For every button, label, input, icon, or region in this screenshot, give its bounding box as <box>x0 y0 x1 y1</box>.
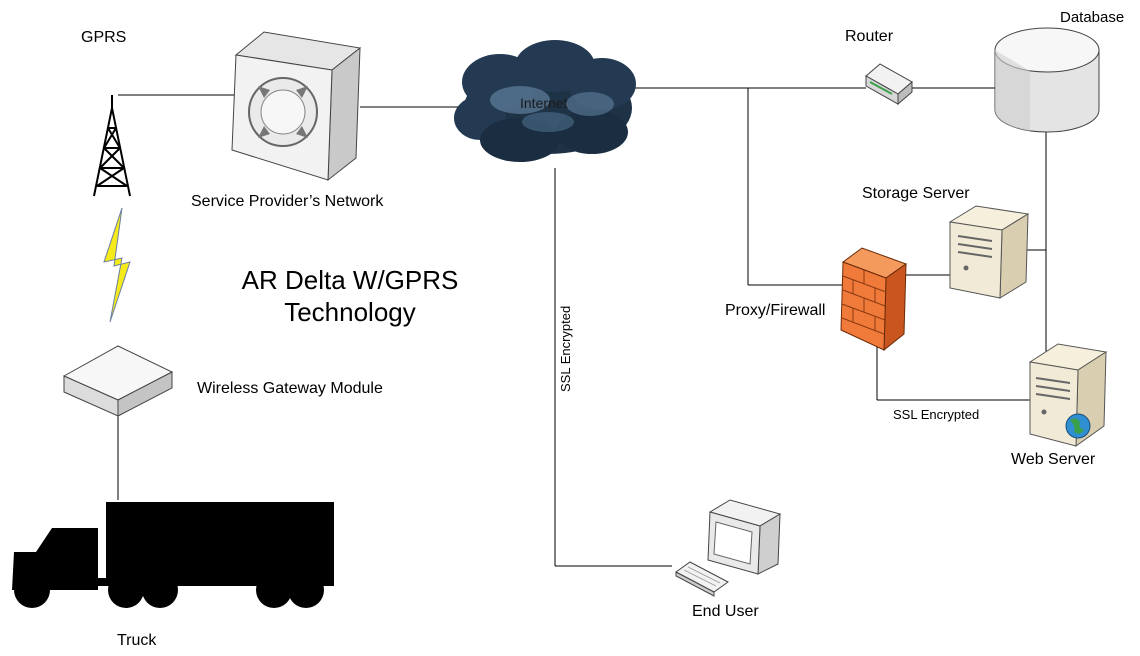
computer-icon <box>707 499 782 575</box>
database-icon <box>994 27 1100 133</box>
service-provider-icon <box>231 31 362 182</box>
connection-lines <box>117 87 1047 567</box>
ssl-encrypted-horizontal-label: SSL Encrypted <box>893 407 980 422</box>
wireless-gateway-label: Wireless Gateway Module <box>197 380 383 397</box>
truck-icon <box>12 502 334 608</box>
web-server-label: Web Server <box>1011 451 1096 468</box>
gateway-icon <box>62 345 174 417</box>
cloud-icon <box>454 40 636 162</box>
ssl-encrypted-vertical-label: SSL Encrypted <box>558 296 573 406</box>
title-line-1: AR Delta W/GPRS <box>241 265 459 295</box>
keyboard-icon <box>675 561 729 597</box>
router-label: Router <box>845 28 894 45</box>
diagram-title: AR Delta W/GPRS Technology <box>230 264 470 328</box>
database-label: Database <box>1060 9 1125 26</box>
gprs-label: GPRS <box>81 29 127 46</box>
router-icon <box>865 63 913 106</box>
tower-icon <box>93 95 131 197</box>
storage-server-label: Storage Server <box>862 185 970 202</box>
truck-label: Truck <box>117 632 157 649</box>
end-user-label: End User <box>692 603 759 620</box>
service-provider-label: Service Provider’s Network <box>191 193 384 210</box>
proxy-firewall-label: Proxy/Firewall <box>725 302 826 319</box>
server-icon <box>948 205 1030 299</box>
globe-icon <box>1065 413 1091 439</box>
lightning-icon <box>103 207 131 323</box>
firewall-icon <box>840 247 908 352</box>
ssl-encrypted-vertical-text: SSL Encrypted <box>558 305 573 392</box>
internet-label: Internet <box>520 95 568 111</box>
title-line-2: Technology <box>284 297 416 327</box>
